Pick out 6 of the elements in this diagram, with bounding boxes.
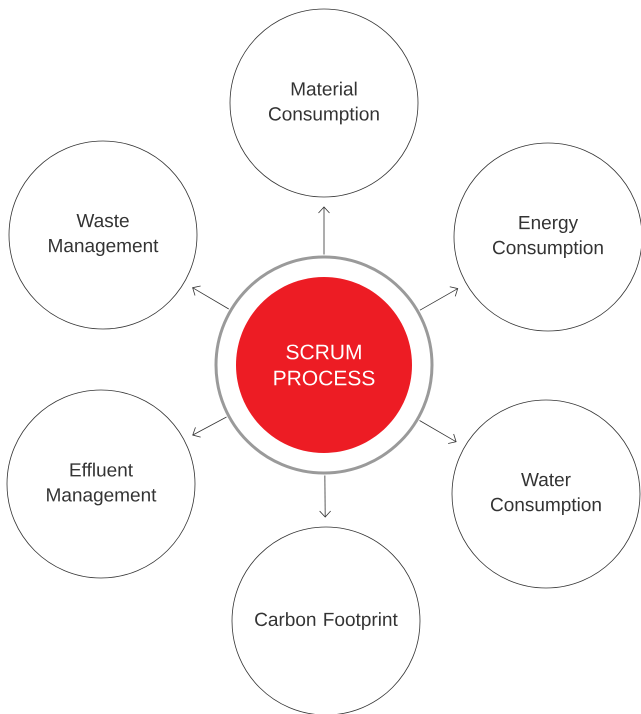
arrow bbox=[419, 420, 457, 444]
arrow bbox=[319, 475, 332, 518]
arrow bbox=[192, 286, 230, 310]
arrow bbox=[192, 416, 227, 438]
arrow bbox=[318, 206, 330, 255]
arrow bbox=[420, 286, 458, 311]
